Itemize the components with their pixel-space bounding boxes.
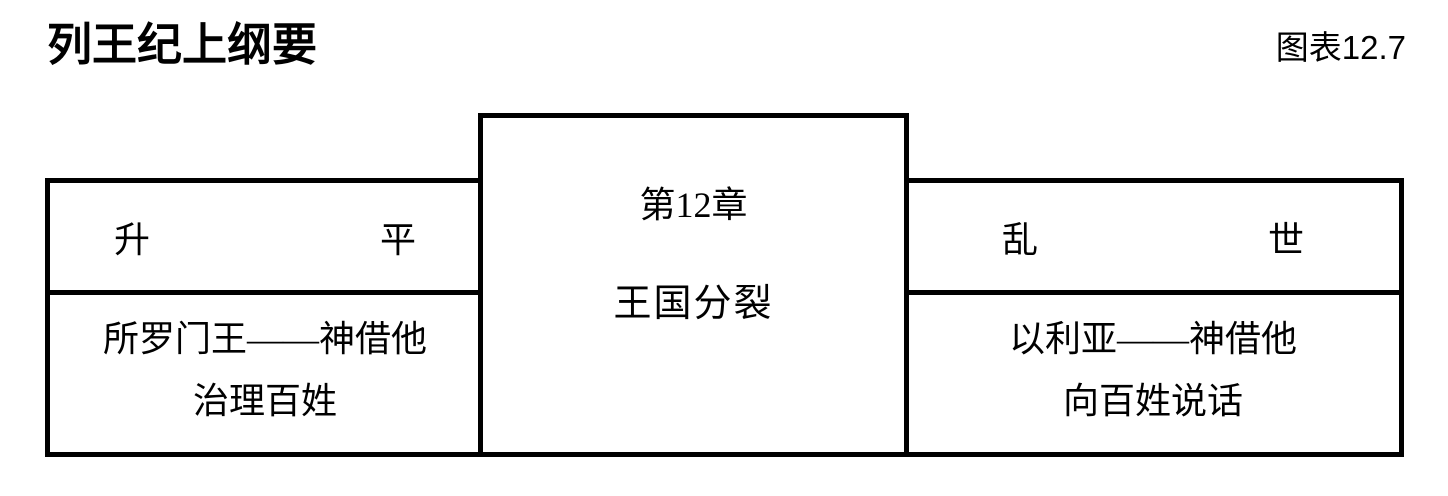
panel-right-heading: 乱 世 [1002,218,1415,260]
panel-right-body-cell: 以利亚——神借他 向百姓说话 [907,295,1399,452]
panel-right-body-line-1: 以利亚——神借他 [1008,318,1297,359]
panel-center-chapter: 第12章 [639,185,748,225]
panel-right: 乱 世 以利亚——神借他 向百姓说话 [902,178,1404,457]
panel-center-content: 第12章 王国分裂 [483,118,904,452]
panel-left-heading: 升 平 [114,218,527,260]
panel-left-header-cell: 升 平 [50,183,480,295]
figure-label: 图表12.7 [1275,29,1406,66]
panel-right-header-cell: 乱 世 [907,183,1399,295]
panel-center: 第12章 王国分裂 [478,113,909,457]
page-title: 列王纪上纲要 [47,19,318,70]
panel-left-body-line-2: 治理百姓 [192,380,337,421]
panel-left-body: 所罗门王——神借他 治理百姓 [103,309,427,439]
panel-right-body-line-2: 向百姓说话 [1062,380,1243,421]
panel-right-body: 以利亚——神借他 向百姓说话 [1009,309,1297,439]
panel-left-body-cell: 所罗门王——神借他 治理百姓 [50,295,480,452]
panel-left-body-line-1: 所罗门王——神借他 [102,318,427,359]
panel-left: 升 平 所罗门王——神借他 治理百姓 [45,178,485,457]
panel-center-heading: 王国分裂 [613,283,774,325]
